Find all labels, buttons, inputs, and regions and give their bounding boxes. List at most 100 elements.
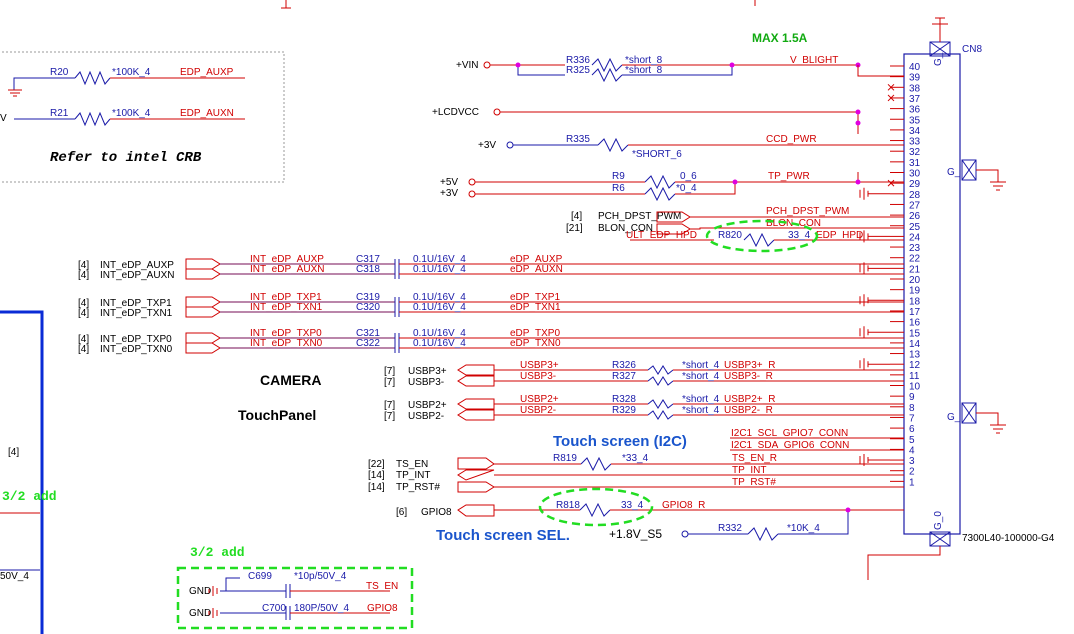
lane-cap-value: 0.1U/16V_4 bbox=[413, 328, 466, 339]
connector-pin-24: 24 bbox=[909, 232, 921, 243]
ts-en-label: TS_EN bbox=[396, 459, 428, 470]
connector-pin-38: 38 bbox=[909, 83, 921, 94]
usb-res-value: *short_4 bbox=[682, 394, 720, 405]
lane-source-label: INT_eDP_TXP0 bbox=[100, 334, 172, 345]
r335-ref: R335 bbox=[566, 134, 590, 145]
ref-4-pwm: [4] bbox=[571, 211, 582, 222]
connector-pin-6: 6 bbox=[909, 424, 915, 435]
r9-value: 0_6 bbox=[680, 171, 697, 182]
connector-pin-stubs bbox=[887, 65, 904, 482]
lane-cap-value: 0.1U/16V_4 bbox=[413, 292, 466, 303]
usb-res-ref: R326 bbox=[612, 360, 636, 371]
usb-source-label: USBP2- bbox=[408, 411, 444, 422]
connector-tab-upper: G_ bbox=[947, 159, 1006, 191]
lane-source-label: INT_eDP_TXN0 bbox=[100, 344, 173, 355]
net-i2c-scl: I2C1_SCL_GPIO7_CONN bbox=[731, 428, 848, 439]
usb-source-label: USBP2+ bbox=[408, 400, 447, 411]
left-bus bbox=[0, 310, 44, 634]
r818-value: 33_4 bbox=[621, 500, 644, 511]
usb-out-net: USBP2+_R bbox=[724, 394, 775, 405]
svg-text:[4]: [4] bbox=[78, 308, 89, 319]
net-ult-edp-hpd: ULT_EDP_HPD bbox=[626, 230, 697, 241]
connector-pin-14: 14 bbox=[909, 339, 921, 350]
svg-text:G_: G_ bbox=[947, 412, 961, 423]
connector-pin-8: 8 bbox=[909, 403, 915, 414]
net-v-blight: V_BLIGHT bbox=[790, 55, 838, 66]
refer-note: Refer to intel CRB bbox=[50, 150, 202, 166]
v18-label: +1.8V_S5 bbox=[609, 527, 662, 541]
connector-pin-39: 39 bbox=[909, 73, 921, 84]
net-edp-auxp: EDP_AUXP bbox=[180, 67, 234, 78]
svg-text:[7]: [7] bbox=[384, 400, 395, 411]
r819-value: *33_4 bbox=[622, 453, 649, 464]
connector-pin-25: 25 bbox=[909, 222, 921, 233]
r9-ref: R9 bbox=[612, 171, 625, 182]
c699-ref: C699 bbox=[248, 571, 272, 582]
lane-source-label: INT_eDP_TXP1 bbox=[100, 298, 172, 309]
connector-ref: CN8 bbox=[962, 44, 982, 55]
connector-pin-7: 7 bbox=[909, 413, 915, 424]
connector-pin-35: 35 bbox=[909, 115, 921, 126]
connector-pin-11: 11 bbox=[909, 371, 920, 382]
svg-text:[4]: [4] bbox=[78, 260, 89, 271]
lane-net-label: INT_eDP_TXP0 bbox=[250, 328, 322, 339]
gnd-label-1: GND bbox=[189, 586, 211, 597]
lane-cap-ref: C317 bbox=[356, 254, 380, 265]
lane-net-label: INT_eDP_TXN0 bbox=[250, 338, 323, 349]
c699-value: *10p/50V_4 bbox=[294, 571, 347, 582]
connector-pin-37: 37 bbox=[909, 94, 921, 105]
connector-pin-18: 18 bbox=[909, 296, 921, 307]
usb-net-label: USBP2+ bbox=[520, 394, 559, 405]
usb-res-ref: R327 bbox=[612, 371, 636, 382]
lane-out-net: eDP_TXP1 bbox=[510, 292, 560, 303]
connector-pin-27: 27 bbox=[909, 200, 921, 211]
r335-value: *SHORT_6 bbox=[632, 149, 682, 160]
connector-pin-28: 28 bbox=[909, 190, 921, 201]
svg-text:[4]: [4] bbox=[78, 270, 89, 281]
usb-res-value: *short_4 bbox=[682, 405, 720, 416]
r820-ref: R820 bbox=[718, 230, 742, 241]
svg-text:[4]: [4] bbox=[78, 298, 89, 309]
v5-label: +5V bbox=[440, 177, 458, 188]
connector-pin-22: 22 bbox=[909, 254, 921, 265]
connector-pin-2: 2 bbox=[909, 467, 915, 478]
camera-label: CAMERA bbox=[260, 372, 321, 388]
lane-net-label: INT_eDP_AUXN bbox=[250, 264, 324, 275]
net-gpio8-cap: GPIO8 bbox=[367, 603, 398, 614]
connector-pin-labels: 4039383736353433323130292827262524232221… bbox=[909, 62, 921, 488]
connector-pin-10: 10 bbox=[909, 382, 921, 393]
r6-value: *0_4 bbox=[676, 183, 697, 194]
connector-pin-12: 12 bbox=[909, 360, 921, 371]
connector-pin-30: 30 bbox=[909, 169, 921, 180]
lane-out-net: eDP_TXN1 bbox=[510, 302, 561, 313]
connector-pin-34: 34 bbox=[909, 126, 921, 137]
tp-int-label: TP_INT bbox=[396, 470, 430, 481]
r325-value: *short_8 bbox=[625, 65, 663, 76]
svg-text:[7]: [7] bbox=[384, 377, 395, 388]
vin-label: +VIN bbox=[456, 60, 479, 71]
net-pch-dpst-pwm: PCH_DPST_PWM bbox=[766, 206, 849, 217]
svg-text:[7]: [7] bbox=[384, 411, 395, 422]
svg-text:G_: G_ bbox=[933, 52, 944, 66]
lane-cap-value: 0.1U/16V_4 bbox=[413, 254, 466, 265]
connector-pin-40: 40 bbox=[909, 62, 921, 73]
connector-pin-31: 31 bbox=[909, 158, 921, 169]
r336-ref: R336 bbox=[566, 55, 590, 66]
net-ts-en-r: TS_EN_R bbox=[732, 453, 777, 464]
connector-pin-20: 20 bbox=[909, 275, 921, 286]
connector-pin-3: 3 bbox=[909, 456, 915, 467]
usb-res-ref: R328 bbox=[612, 394, 636, 405]
add-box bbox=[176, 566, 414, 630]
connector-grounds bbox=[859, 187, 890, 467]
pch-dpst-pwm-label: PCH_DPST_PWM bbox=[598, 211, 681, 222]
r6-ref: R6 bbox=[612, 183, 625, 194]
lane-cap-ref: C322 bbox=[356, 338, 380, 349]
connector-pin-15: 15 bbox=[909, 328, 921, 339]
usb-out-net: USBP3+_R bbox=[724, 360, 775, 371]
lane-cap-ref: C319 bbox=[356, 292, 380, 303]
